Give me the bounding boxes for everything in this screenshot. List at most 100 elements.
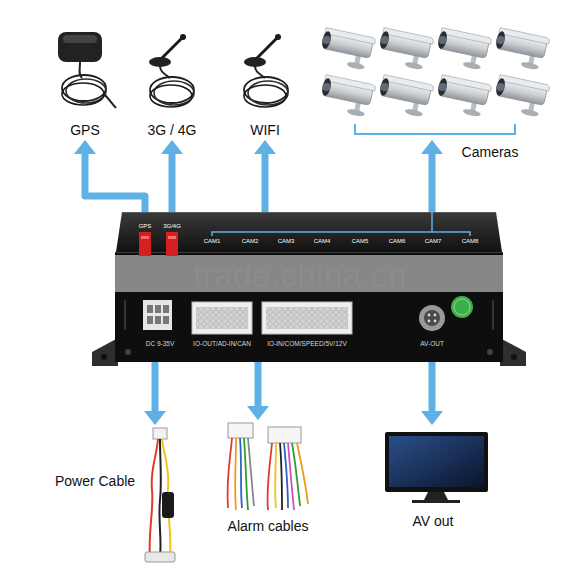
- bullet-camera: [376, 27, 434, 71]
- antenna-cable: [160, 66, 170, 78]
- monitor-frame: [385, 432, 488, 492]
- blue-arrow: [421, 140, 443, 212]
- bullet-camera: [376, 74, 434, 118]
- gps-antenna: [58, 32, 102, 62]
- blue-arrow: [74, 140, 145, 212]
- port-label: CAM5: [352, 238, 369, 245]
- port-label: CAM3: [278, 238, 295, 245]
- green-sticker: [451, 296, 473, 318]
- peripheral: Power Cable: [52, 425, 187, 565]
- arrow-head: [144, 411, 166, 425]
- peripheral-label: WIFI: [250, 122, 280, 138]
- camera-port-line: [431, 212, 433, 232]
- alarm-connector: [268, 427, 301, 443]
- gps-cable-coil: [62, 75, 106, 105]
- peripheral: AV out: [380, 425, 486, 533]
- antenna-tip: [275, 34, 281, 40]
- mounting-foot: [92, 338, 118, 366]
- vent-slot: [124, 300, 126, 330]
- peripheral: GPS: [40, 22, 130, 140]
- sma-connector: [166, 232, 178, 256]
- gps-cable-tail: [104, 94, 116, 108]
- device-edge: [122, 212, 496, 213]
- arrow-shaft: [169, 154, 176, 212]
- arrow-head: [74, 140, 96, 154]
- port-label: CAM2: [242, 238, 259, 245]
- arrow-shaft: [429, 154, 436, 212]
- power-wire: [159, 439, 160, 556]
- port-label: CAM8: [462, 238, 479, 245]
- alarm-connector: [228, 423, 253, 438]
- arrow-shaft: [85, 154, 145, 212]
- port-label: IO-IN/COM/SPEED/5V/12V: [267, 340, 346, 347]
- port-label: DC 9-35V: [146, 340, 175, 347]
- device-front-face: [115, 252, 503, 362]
- peripheral-label: Cameras: [462, 144, 519, 160]
- monitor-stand: [424, 492, 448, 500]
- sma-thread: [168, 236, 176, 239]
- alarm-wires: [227, 438, 308, 510]
- antenna-coil: [244, 77, 288, 107]
- arrow-head: [254, 140, 276, 154]
- screw: [487, 349, 493, 355]
- port-label: CAM6: [389, 238, 406, 245]
- sma-connector: [139, 232, 151, 256]
- bullet-camera: [434, 27, 492, 71]
- peripheral: WIFI: [226, 22, 304, 140]
- antenna-base: [244, 57, 266, 67]
- monitor-base: [412, 500, 460, 503]
- foot-screw: [101, 354, 107, 360]
- antenna-tip: [180, 34, 186, 40]
- peripheral-label: Power Cable: [55, 473, 135, 489]
- fuse-holder: [162, 492, 174, 518]
- port-label: AV-OUT: [420, 340, 444, 347]
- arrow-shaft: [262, 154, 269, 212]
- peripheral-label: 3G / 4G: [147, 122, 196, 138]
- io-pins: [196, 307, 248, 329]
- bullet-camera: [492, 74, 550, 118]
- port-label: CAM1: [204, 238, 221, 245]
- peripheral: Cameras: [318, 22, 550, 140]
- io-connector: [262, 302, 352, 334]
- peripheral-label: Alarm cables: [228, 518, 309, 534]
- foot-screw: [511, 354, 517, 360]
- screw: [125, 349, 131, 355]
- camera-port-line: [212, 232, 470, 236]
- power-wire: [150, 439, 158, 560]
- vent-slot: [492, 300, 494, 330]
- gps-highlight: [63, 35, 97, 43]
- arrow-shaft: [255, 362, 262, 406]
- arrow-head: [247, 406, 269, 420]
- bullet-camera: [318, 74, 376, 118]
- bullet-camera: [434, 74, 492, 118]
- peripheral-label: GPS: [70, 122, 100, 138]
- arrow-shaft: [429, 362, 436, 411]
- io-connector: [192, 302, 252, 334]
- power-plug: [145, 552, 175, 562]
- blue-arrow: [247, 362, 269, 420]
- port-label: IO-OUT/AD-IN/CAN: [193, 340, 251, 347]
- antenna-rod: [160, 38, 182, 60]
- sma-thread: [141, 236, 149, 239]
- arrow-head: [161, 140, 183, 154]
- peripheral: Alarm cables: [208, 420, 328, 545]
- monitor-screen: [389, 436, 484, 487]
- power-socket: [143, 300, 172, 330]
- mounting-foot: [500, 338, 526, 366]
- antenna-base: [149, 57, 171, 67]
- arrow-shaft: [152, 362, 159, 411]
- antenna-coil: [150, 77, 194, 107]
- io-pins: [266, 307, 348, 329]
- blue-arrow: [144, 362, 166, 425]
- blue-arrow: [161, 140, 183, 212]
- camera-bracket: [355, 124, 515, 134]
- arrow-head: [421, 140, 443, 154]
- peripheral-label: AV out: [413, 513, 454, 529]
- watermark: trade.china.cn: [193, 256, 407, 295]
- port-label: CAM4: [314, 238, 331, 245]
- port-label: 3G/4G: [163, 223, 181, 230]
- av-out-socket: [419, 305, 445, 331]
- antenna-rod: [255, 38, 277, 60]
- arrow-head: [421, 411, 443, 425]
